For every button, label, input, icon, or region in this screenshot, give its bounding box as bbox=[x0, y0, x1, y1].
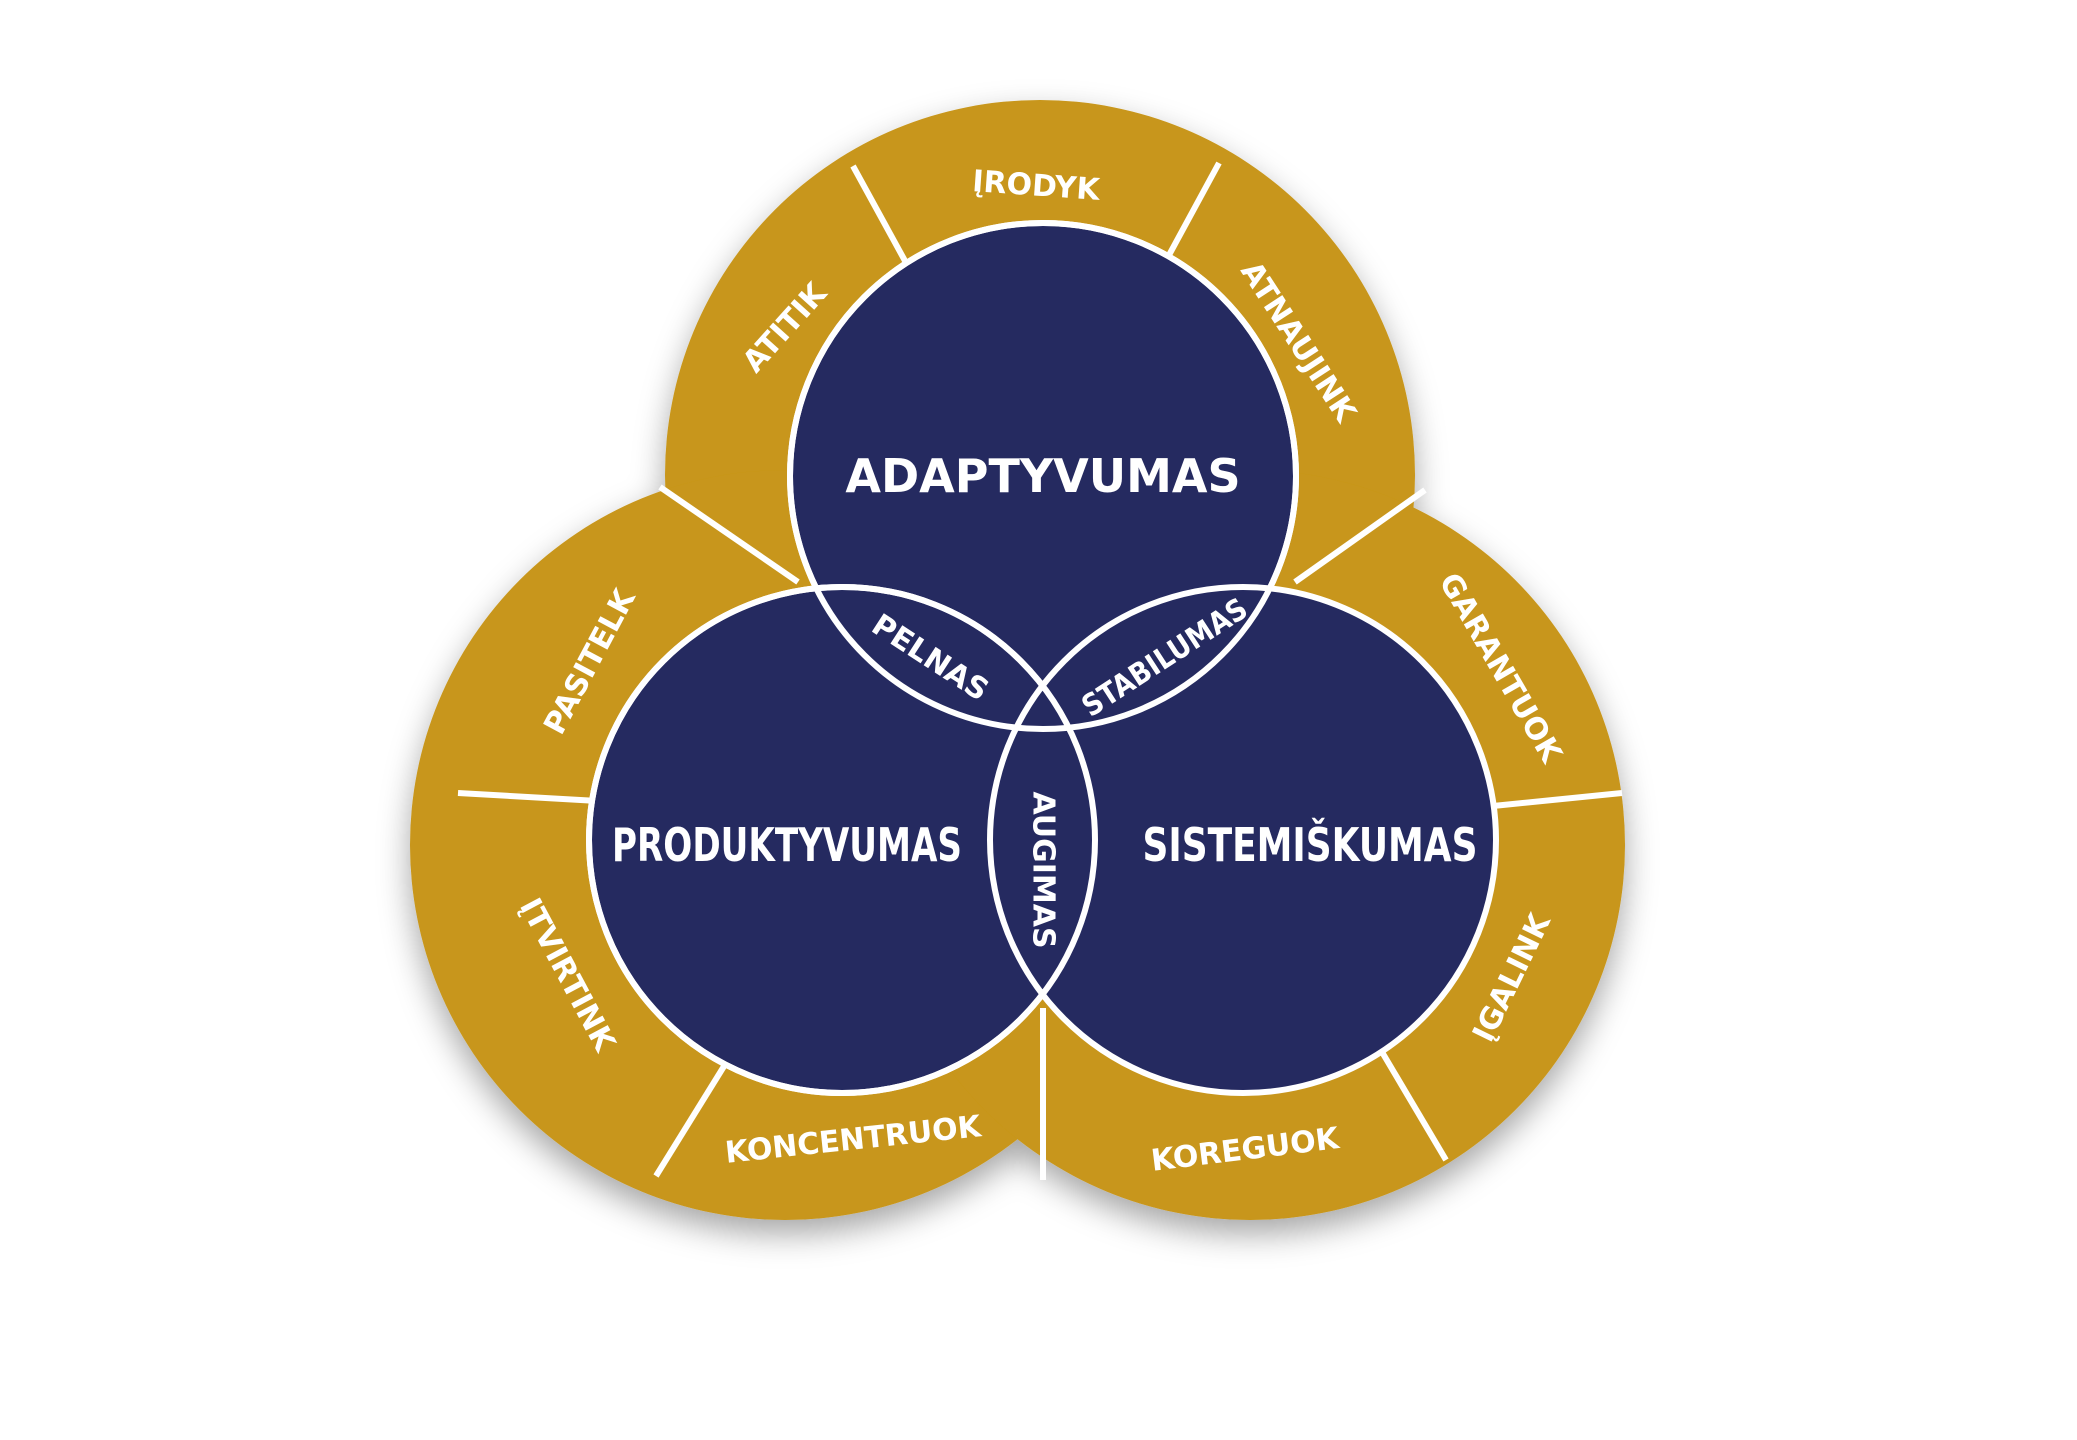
divider-lower-right bbox=[1379, 1050, 1449, 1162]
divider-top-left bbox=[850, 164, 913, 272]
ring-dividers bbox=[457, 161, 1623, 1180]
label-augimas: AUGIMAS bbox=[1026, 791, 1061, 948]
circle-top-outline bbox=[787, 220, 1299, 732]
divider-upper-left bbox=[658, 484, 800, 585]
divider-mid-right bbox=[1492, 790, 1623, 809]
circle-left-outline bbox=[586, 584, 1098, 1096]
circle-right bbox=[987, 584, 1499, 1096]
main-circles bbox=[586, 220, 1499, 1096]
divider-mid-left bbox=[457, 790, 599, 804]
divider-lower-left bbox=[653, 1061, 729, 1178]
label-produktyvumas: PRODUKTYVUMAS bbox=[612, 818, 962, 872]
divider-upper-right bbox=[1293, 487, 1427, 585]
label-sistemiskumas: SISTEMIŠKUMAS bbox=[1143, 818, 1478, 872]
divider-top-right bbox=[1159, 161, 1222, 270]
label-adaptyvumas: ADAPTYVUMAS bbox=[845, 449, 1240, 503]
